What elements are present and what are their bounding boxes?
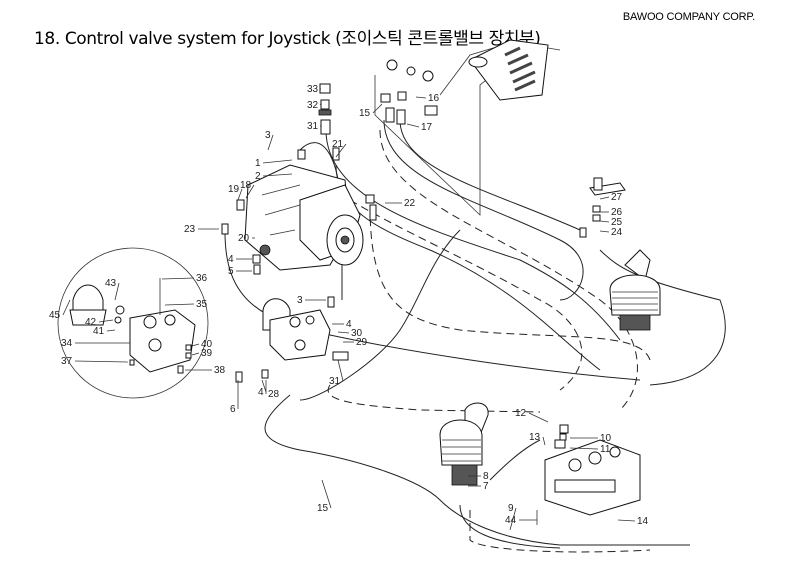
callout-number: 44 — [505, 515, 517, 526]
callout-leader-line — [569, 447, 599, 450]
hoses — [224, 39, 726, 553]
callout-number: 31 — [307, 121, 319, 132]
callout-number: 41 — [93, 326, 105, 337]
cover-plate — [424, 39, 549, 116]
joystick-left — [439, 402, 489, 486]
fittings-pump — [221, 147, 587, 308]
callout-number: 24 — [611, 227, 623, 238]
callout-leader-line — [191, 343, 200, 347]
callout-number: 12 — [515, 408, 527, 419]
callout-number: 22 — [404, 198, 416, 209]
detail-view — [57, 247, 209, 399]
callout-number: 20 — [238, 233, 250, 244]
callout-leader-line — [599, 196, 610, 200]
callout-number: 27 — [611, 192, 623, 203]
callout-number: 32 — [307, 100, 319, 111]
callout-number: 2 — [255, 171, 261, 182]
callout-leader-line — [599, 230, 610, 233]
callout-leader-line — [114, 282, 120, 301]
callout-number: 38 — [214, 365, 226, 376]
callout-number: 26 — [611, 207, 623, 218]
callout-number: 15 — [359, 108, 371, 119]
hydraulic-pump — [244, 164, 364, 271]
callout-number: 23 — [184, 224, 196, 235]
callout-number: 43 — [105, 278, 117, 289]
callout-number: 42 — [85, 317, 97, 328]
callout-number: 18 — [240, 180, 252, 191]
callout-leader-line — [335, 143, 347, 158]
callout-number: 5 — [228, 266, 234, 277]
callout-leader-line — [262, 159, 293, 164]
callout-leader-line — [372, 103, 383, 114]
callout-leader-line — [245, 184, 255, 199]
callout-number: 7 — [483, 481, 489, 492]
pilot-valve-block — [235, 298, 349, 383]
callout-leader-line — [161, 277, 195, 280]
callout-number: 13 — [529, 432, 541, 443]
callout-leader-line — [319, 103, 322, 106]
callout-leader-line — [191, 352, 200, 356]
callout-leader-line — [528, 412, 549, 423]
callout-number: 36 — [196, 273, 208, 284]
callout-leader-line — [321, 479, 332, 509]
callout-number: 4 — [228, 254, 234, 265]
page-title: 18. Control valve system for Joystick (조… — [34, 29, 541, 49]
callout-number: 4 — [258, 387, 264, 398]
callout-leader-line — [237, 188, 243, 201]
callout-leader-line — [164, 303, 195, 306]
callout-leader-line — [415, 96, 427, 99]
callout-number: 19 — [228, 184, 240, 195]
callout-leader-line — [74, 360, 129, 363]
callout-number: 37 — [61, 356, 73, 367]
company-name: BAWOO COMPANY CORP. — [622, 11, 755, 23]
callout-leader-line — [542, 436, 546, 446]
callout-number: 17 — [421, 122, 433, 133]
callout-number: 10 — [600, 433, 612, 444]
callout-leader-line — [406, 123, 420, 128]
callout-leader-line — [267, 134, 274, 151]
callout-leader-line — [337, 359, 344, 382]
callout-number: 33 — [307, 84, 319, 95]
callout-leader-line — [261, 379, 267, 393]
callout-number: 29 — [356, 337, 368, 348]
callout-number: 9 — [508, 503, 514, 514]
callout-number: 45 — [49, 310, 61, 321]
callout-number: 8 — [483, 471, 489, 482]
callout-number: 21 — [332, 139, 344, 150]
callout-leader-line — [106, 329, 116, 332]
fittings-top — [318, 59, 434, 135]
callout-number: 28 — [268, 389, 280, 400]
callout-number: 14 — [637, 516, 649, 527]
callout-number: 35 — [196, 299, 208, 310]
callout-leader-line — [98, 319, 114, 323]
callout-number: 3 — [265, 130, 271, 141]
callout-number: 3 — [297, 295, 303, 306]
callout-number: 30 — [351, 328, 363, 339]
callout-number: 40 — [201, 339, 213, 350]
callout-number: 25 — [611, 217, 623, 228]
callout-number: 6 — [230, 404, 236, 415]
callout-leader-line — [262, 173, 293, 177]
callout-number: 11 — [600, 444, 611, 455]
callout-number: 4 — [346, 319, 352, 330]
callout-number: 1 — [255, 158, 261, 169]
callout-number: 39 — [201, 348, 213, 359]
callout-number: 15 — [317, 503, 329, 514]
callout-number: 31 — [329, 376, 341, 387]
joystick-right — [589, 177, 661, 331]
callout-leader-line — [337, 331, 350, 334]
callout-leader-line — [509, 507, 517, 531]
callout-number: 34 — [61, 338, 73, 349]
callout-leader-line — [62, 299, 71, 316]
callout-leader-line — [617, 519, 636, 522]
callout-number: 16 — [428, 93, 440, 104]
main-control-valve — [536, 424, 641, 525]
callout-leader-line — [599, 220, 610, 223]
